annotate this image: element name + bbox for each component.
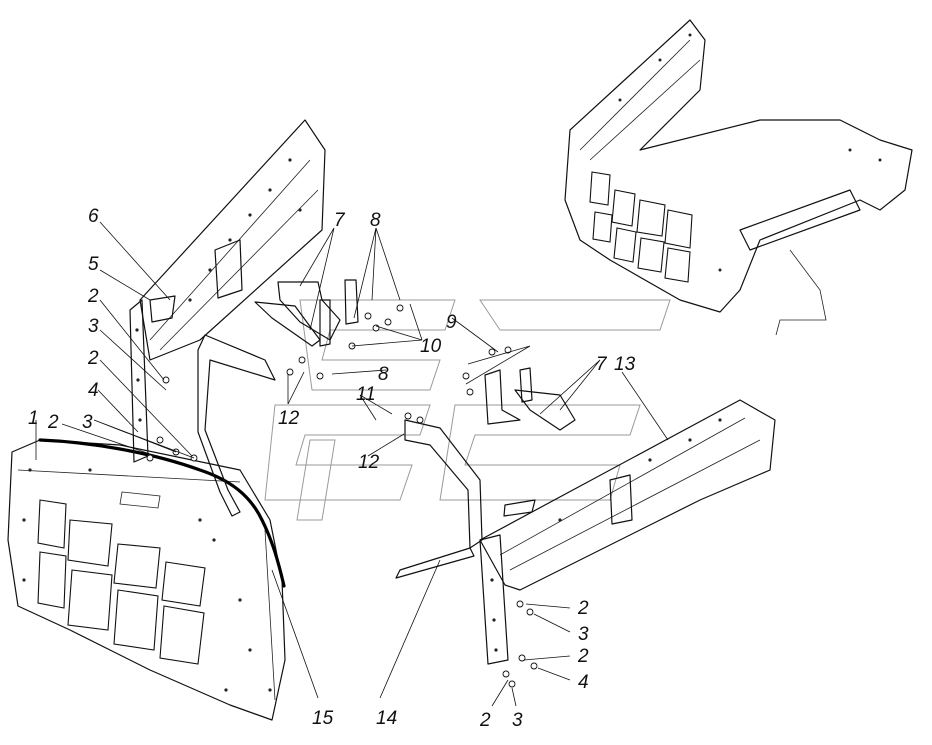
callout-3: 3 xyxy=(578,624,589,645)
callout-3: 3 xyxy=(88,316,99,337)
callout-5: 5 xyxy=(88,254,99,275)
brackets-part-7-left xyxy=(254,279,359,347)
front-panel-part-1 xyxy=(7,438,286,721)
leader-lines xyxy=(35,221,669,707)
callout-8: 8 xyxy=(378,364,389,385)
callout-9: 9 xyxy=(446,312,457,333)
callout-7: 7 xyxy=(334,210,346,231)
callout-1: 1 xyxy=(28,408,39,429)
callout-4: 4 xyxy=(578,672,589,693)
callout-7: 7 xyxy=(596,354,608,375)
callout-2: 2 xyxy=(87,348,99,369)
right-support-tube-part-14 xyxy=(395,419,483,579)
callout-13: 13 xyxy=(614,354,636,375)
callout-2: 2 xyxy=(577,598,589,619)
callout-3: 3 xyxy=(512,710,523,731)
callout-2: 2 xyxy=(479,710,491,731)
right-side-bracket-part-13 xyxy=(479,399,776,665)
fasteners-bottom-right xyxy=(502,600,538,688)
callout-2: 2 xyxy=(577,646,589,667)
assembled-view-top-right xyxy=(564,19,913,336)
callout-3: 3 xyxy=(82,412,93,433)
callouts: 1 2 2 2 2 2 2 3 3 3 3 4 4 5 6 7 7 8 8 9 … xyxy=(28,206,636,731)
fasteners-center xyxy=(146,304,512,462)
left-support-tube xyxy=(197,334,276,517)
callout-4: 4 xyxy=(88,380,99,401)
callout-2: 2 xyxy=(47,412,59,433)
callout-6: 6 xyxy=(88,206,99,227)
callout-12: 12 xyxy=(278,408,300,429)
callout-11: 11 xyxy=(356,384,376,405)
callout-15: 15 xyxy=(312,708,334,729)
callout-12: 12 xyxy=(358,452,380,473)
edge-seal-part-15 xyxy=(38,438,286,588)
left-side-bracket xyxy=(129,119,326,463)
callout-8: 8 xyxy=(370,210,381,231)
brackets-part-7-right xyxy=(484,367,576,431)
watermark-logo xyxy=(264,299,671,521)
callout-2: 2 xyxy=(87,286,99,307)
callout-14: 14 xyxy=(376,708,397,729)
callout-10: 10 xyxy=(420,336,442,357)
